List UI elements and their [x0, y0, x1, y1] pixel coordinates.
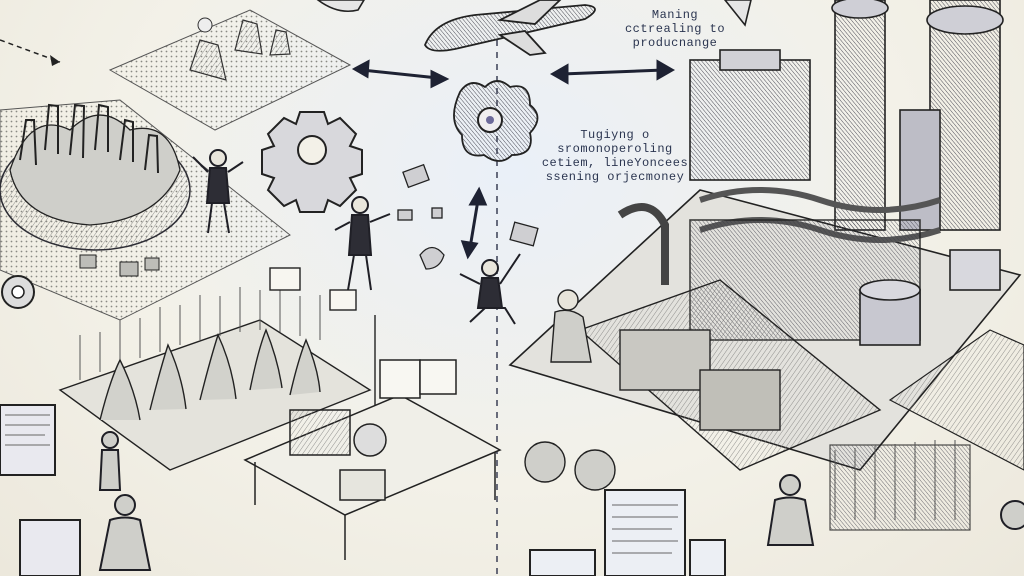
- rocket-icon: [316, 0, 752, 27]
- workers-left: [98, 431, 152, 571]
- gear-icon: [261, 111, 363, 213]
- caption-top: Maning cctrealing to producnange: [600, 8, 750, 50]
- monitors-right: [529, 489, 726, 576]
- double-arrow-right: [549, 59, 676, 85]
- airplane-icon: [424, 0, 596, 56]
- double-arrow-left: [351, 59, 450, 89]
- crowd-plot-right: [829, 329, 1024, 531]
- caption-top-line-2: cctrealing to: [624, 22, 726, 36]
- grass-plot-top: [108, 9, 352, 131]
- caption-middle: Tugiyng o sromonoperoling cetiem, lineYo…: [520, 128, 710, 184]
- central-hub-icon: [453, 80, 539, 162]
- person-figures-center: [192, 149, 521, 325]
- caption-middle-line-3: cetiem, lineYoncees: [541, 156, 689, 170]
- monitor-left: [0, 404, 81, 576]
- caption-top-line-3: producnange: [632, 36, 718, 50]
- caption-middle-line-1: Tugiyng o: [580, 128, 650, 142]
- caption-middle-line-2: sromonoperoling: [557, 142, 673, 156]
- vertical-arrow: [460, 186, 488, 260]
- workers-right: [766, 474, 1024, 546]
- caption-middle-line-4: ssening orjecmoney: [545, 170, 685, 184]
- grass-plateau-left: [0, 99, 291, 321]
- workbench: [243, 359, 502, 560]
- sorting-area: [524, 279, 882, 491]
- crowd-exhibit-left: [58, 267, 376, 471]
- dashed-arrow-topleft: [0, 39, 61, 63]
- caption-top-line-1: Maning: [651, 8, 699, 22]
- floating-pieces: [397, 163, 539, 270]
